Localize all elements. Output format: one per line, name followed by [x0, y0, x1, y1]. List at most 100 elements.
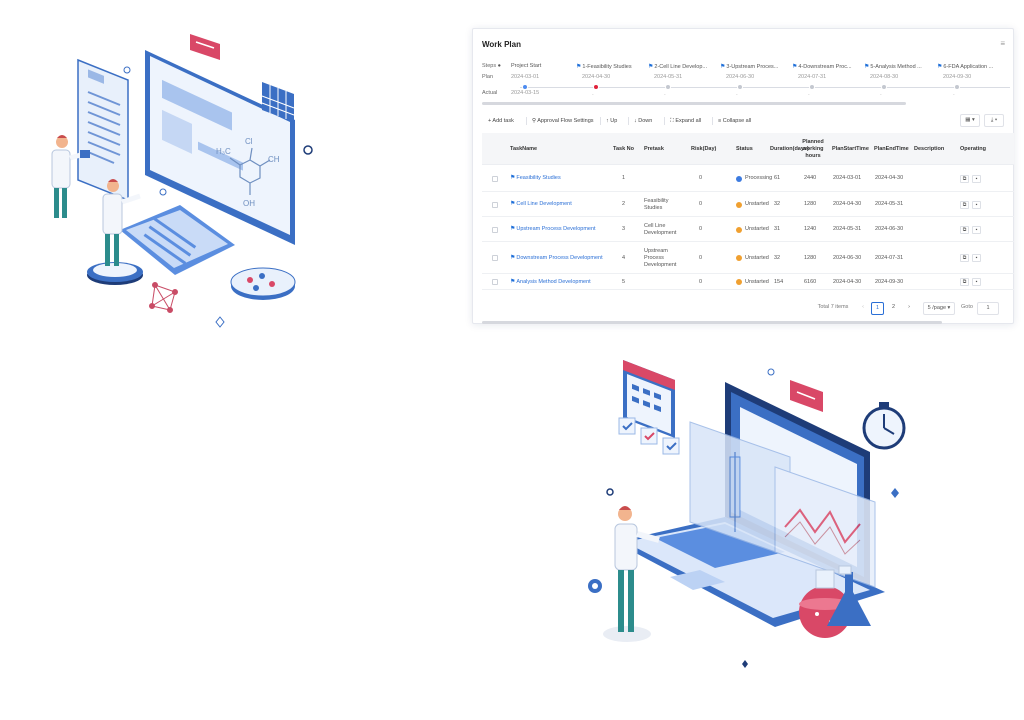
task-no: 4 — [622, 254, 626, 261]
col-duration[interactable]: Duration(days) — [770, 145, 809, 152]
page-1-button[interactable]: 1 — [871, 302, 884, 315]
task-no: 5 — [622, 278, 626, 285]
plan-start: 2024-04-30 — [833, 278, 862, 285]
task-name-link[interactable]: ⚑Upstream Process Development — [510, 217, 610, 242]
approval-flow-button[interactable]: ⚲ Approval Flow Settings — [532, 118, 594, 124]
milestone-step[interactable]: ⚑1-Feasibility Studies — [576, 63, 632, 70]
timeline-dot[interactable] — [522, 84, 528, 90]
svg-text:OH: OH — [243, 199, 255, 208]
task-name: Downstream Process Development — [516, 254, 603, 261]
timeline-dot[interactable] — [954, 84, 960, 90]
checkbox-cell[interactable] — [492, 242, 502, 274]
milestone-step[interactable]: ⚑5-Analysis Method ... — [864, 63, 922, 70]
milestone-step[interactable]: ⚑3-Upstream Proces... — [720, 63, 778, 70]
col-status[interactable]: Status — [736, 145, 753, 152]
row-checkbox[interactable] — [492, 279, 498, 285]
menu-icon[interactable]: ≡ — [1000, 39, 1005, 48]
col-pretask[interactable]: Pretask — [644, 145, 664, 152]
milestone-step[interactable]: Project Start — [511, 63, 541, 69]
checkbox-cell[interactable] — [492, 217, 502, 242]
timeline-dot[interactable] — [881, 84, 887, 90]
col-description[interactable]: Description — [914, 145, 945, 152]
column-settings-button[interactable]: ▦ ▾ — [960, 114, 980, 127]
row-checkbox[interactable] — [492, 175, 498, 182]
milestone-label: 6-FDA Application ... — [943, 64, 994, 70]
timeline-dot[interactable] — [737, 84, 743, 90]
table-row[interactable]: ⚑Cell Line Development 2 Feasibility Studi… — [482, 192, 1014, 217]
table-header: TaskName Task No Pretask Risk(Day) Statu… — [482, 133, 1014, 165]
delete-icon[interactable]: ▪ — [972, 174, 981, 183]
flag-icon: ⚑ — [576, 64, 582, 70]
horizontal-scrollbar[interactable] — [482, 102, 906, 105]
add-task-button[interactable]: + Add task — [488, 118, 514, 124]
checkbox-cell[interactable] — [492, 274, 502, 290]
down-button[interactable]: ↓ Down — [634, 118, 653, 124]
goto-input[interactable]: 1 — [977, 302, 999, 315]
status-dot — [736, 226, 742, 233]
actual-date: 2024-03-15 — [511, 90, 540, 96]
delete-icon[interactable]: ▪ — [972, 225, 981, 234]
col-risk[interactable]: Risk(Day) — [691, 145, 717, 152]
flag-icon: ⚑ — [510, 278, 516, 285]
col-taskno[interactable]: Task No — [613, 145, 634, 152]
actual-placeholder: · — [808, 92, 810, 98]
col-planned-hours[interactable]: Planned working hours — [802, 138, 824, 159]
plan-date: 2024-06-30 — [726, 74, 755, 80]
col-taskname[interactable]: TaskName — [510, 145, 538, 152]
checkbox-cell[interactable] — [492, 165, 502, 192]
task-name-link[interactable]: ⚑Cell Line Development — [510, 192, 610, 217]
row-checkbox[interactable] — [492, 201, 498, 208]
copy-icon[interactable]: ⧉ — [960, 254, 969, 262]
row-checkbox[interactable] — [492, 255, 498, 261]
planned-hours: 2440 — [804, 175, 817, 181]
page-2-button[interactable]: 2 — [887, 302, 900, 315]
timeline-dot[interactable] — [665, 84, 671, 90]
table-row[interactable]: ⚑Downstream Process Development 4 Upstream… — [482, 242, 1014, 274]
milestone-step[interactable]: ⚑6-FDA Application ... — [937, 63, 993, 70]
row-checkbox[interactable] — [492, 226, 498, 233]
copy-icon[interactable]: ⧉ — [960, 225, 969, 234]
next-page-button[interactable]: › — [903, 302, 915, 315]
task-name-link[interactable]: ⚑Downstream Process Development — [510, 242, 610, 274]
prev-page-button[interactable]: ‹ — [857, 302, 869, 315]
milestone-step[interactable]: ⚑4-Downstream Proc... — [792, 63, 852, 70]
clipboard-icon — [77, 58, 129, 202]
plan-date: 2024-05-31 — [654, 74, 683, 80]
col-start-time[interactable]: PlanStartTime — [832, 145, 869, 152]
milestone-label: 4-Downstream Proc... — [798, 64, 852, 70]
task-name-link[interactable]: ⚑Feasibility Studies — [510, 165, 610, 192]
delete-icon[interactable]: ▪ — [972, 200, 981, 209]
up-button[interactable]: ↑ Up — [606, 118, 618, 124]
task-name-link[interactable]: ⚑Analysis Method Development — [510, 274, 610, 290]
download-icon: ⤓ — [990, 117, 994, 123]
risk-days: 0 — [699, 254, 703, 261]
export-button[interactable]: ⤓ ▾ — [984, 114, 1004, 127]
task-no: 2 — [622, 201, 626, 207]
checkbox-cell[interactable] — [492, 192, 502, 217]
page-size-select[interactable]: 5 /page ▾ — [923, 302, 955, 315]
collapse-all-button[interactable]: ≡ Collapse all — [718, 118, 752, 124]
timeline-dot[interactable] — [809, 84, 815, 90]
delete-icon[interactable]: ▪ — [972, 254, 981, 262]
copy-icon[interactable]: ⧉ — [960, 200, 969, 209]
expand-all-button[interactable]: ⛶ Expand all — [670, 118, 702, 124]
stopwatch-icon — [862, 402, 906, 450]
keyboard-icon — [120, 205, 235, 275]
plan-date: 2024-08-30 — [870, 74, 899, 80]
delete-icon[interactable]: ▪ — [972, 278, 981, 286]
milestone-step[interactable]: ⚑2-Cell Line Develop... — [648, 63, 707, 70]
table-horizontal-scrollbar[interactable] — [482, 321, 942, 324]
pretask: Feasibility Studies — [644, 197, 669, 211]
copy-icon[interactable]: ⧉ — [960, 174, 969, 183]
task-name: Cell Line Development — [516, 201, 572, 207]
plan-date: 2024-04-30 — [582, 74, 611, 80]
copy-icon[interactable]: ⧉ — [960, 278, 969, 286]
pretask: Upstream Process Development — [644, 247, 677, 268]
glass-panel-icon — [689, 421, 876, 588]
task-name: Analysis Method Development — [516, 278, 591, 285]
col-end-time[interactable]: PlanEndTime — [874, 145, 909, 152]
timeline-dot[interactable] — [593, 84, 599, 90]
